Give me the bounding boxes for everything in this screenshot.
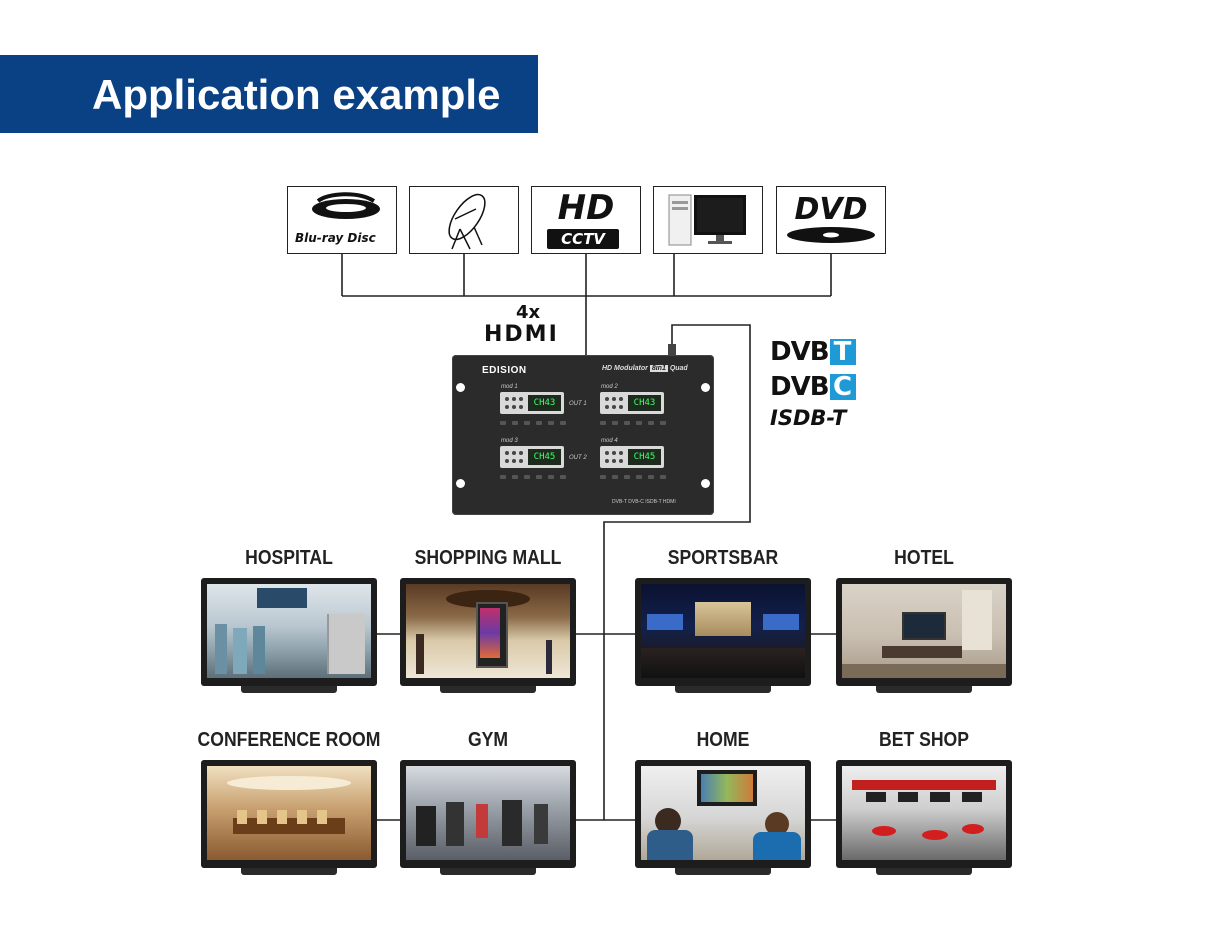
location-label-gym: GYM bbox=[467, 729, 509, 751]
module-panel: CH45 bbox=[500, 446, 564, 468]
location-label-home: HOME bbox=[696, 729, 750, 751]
tv-stand bbox=[675, 686, 771, 693]
bluray-label: Blu-ray Disc bbox=[295, 231, 376, 245]
tv-stand bbox=[876, 868, 972, 875]
dvbc-prefix: DVB bbox=[770, 372, 830, 402]
tv-stand bbox=[675, 868, 771, 875]
dvbt-suffix: T bbox=[829, 339, 856, 365]
module-label: mod 3 bbox=[501, 438, 518, 444]
dvd-label: DVD bbox=[794, 192, 868, 227]
header-banner: Application example bbox=[0, 55, 538, 133]
cctv-text: CCTV bbox=[547, 229, 619, 249]
tv-hotel bbox=[836, 578, 1012, 693]
source-dvd: DVD bbox=[776, 186, 886, 254]
location-label-conference: CONFERENCE ROOM bbox=[197, 729, 381, 751]
module-keys bbox=[500, 421, 570, 427]
location-label-mall: SHOPPING MALL bbox=[414, 547, 562, 569]
tv-screen bbox=[207, 584, 371, 678]
device-brand: EDISION bbox=[482, 365, 527, 376]
dvbc-suffix: C bbox=[829, 374, 856, 400]
source-satellite bbox=[409, 186, 519, 254]
tv-conference bbox=[201, 760, 377, 875]
source-computer bbox=[653, 186, 763, 254]
cctv-hd-text: HD bbox=[557, 188, 615, 228]
dvd-disc-shape bbox=[787, 227, 875, 243]
model-badge: 8in1 bbox=[649, 365, 668, 372]
tv-screen bbox=[641, 766, 805, 860]
tv-stand bbox=[440, 868, 536, 875]
mount-hole bbox=[456, 383, 465, 392]
modulator-device: EDISION HD Modulator 8in1 Quad mod 1 CH4… bbox=[452, 355, 714, 515]
module-label: mod 4 bbox=[601, 438, 618, 444]
tv-stand bbox=[876, 686, 972, 693]
hdmi-logo: HDMI bbox=[484, 322, 559, 347]
tv-betshop bbox=[836, 760, 1012, 875]
tv-hospital bbox=[201, 578, 377, 693]
tv-screen bbox=[406, 766, 570, 860]
location-label-hospital: HOSPITAL bbox=[245, 547, 333, 569]
tv-mall bbox=[400, 578, 576, 693]
tv-stand bbox=[241, 868, 337, 875]
module-keys bbox=[600, 475, 670, 481]
mount-hole bbox=[701, 479, 710, 488]
tv-screen bbox=[207, 766, 371, 860]
source-bluray: Blu-ray Disc bbox=[287, 186, 397, 254]
isdb-logo: ISDB-T bbox=[770, 406, 847, 430]
tv-screen bbox=[641, 584, 805, 678]
module-label: mod 2 bbox=[601, 384, 618, 390]
location-label-betshop: BET SHOP bbox=[879, 729, 969, 751]
channel-display: CH45 bbox=[628, 449, 661, 465]
tv-gym bbox=[400, 760, 576, 875]
hdmi-count: 4x bbox=[516, 302, 541, 323]
module-label: mod 1 bbox=[501, 384, 518, 390]
page-title: Application example bbox=[92, 71, 501, 118]
tv-stand bbox=[440, 686, 536, 693]
tv-screen bbox=[842, 584, 1006, 678]
tv-home bbox=[635, 760, 811, 875]
satellite-dish-icon bbox=[448, 193, 486, 250]
tv-screen bbox=[842, 766, 1006, 860]
location-label-hotel: HOTEL bbox=[894, 547, 954, 569]
device-footer: DVB-T DVB-C ISDB-T HDMI bbox=[612, 499, 676, 505]
computer-icon bbox=[668, 194, 746, 246]
channel-display: CH45 bbox=[528, 449, 561, 465]
mount-hole bbox=[701, 383, 710, 392]
output-label: OUT 1 bbox=[569, 401, 587, 407]
tv-screen bbox=[406, 584, 570, 678]
tv-sportsbar bbox=[635, 578, 811, 693]
channel-display: CH43 bbox=[628, 395, 661, 411]
module-panel: CH45 bbox=[600, 446, 664, 468]
mount-hole bbox=[456, 479, 465, 488]
output-label: OUT 2 bbox=[569, 455, 587, 461]
module-keys bbox=[600, 421, 670, 427]
module-panel: CH43 bbox=[500, 392, 564, 414]
device-model: HD Modulator 8in1 Quad bbox=[602, 365, 688, 372]
module-keys bbox=[500, 475, 570, 481]
module-panel: CH43 bbox=[600, 392, 664, 414]
location-label-sportsbar: SPORTSBAR bbox=[667, 547, 779, 569]
tv-stand bbox=[241, 686, 337, 693]
dvbt-prefix: DVB bbox=[770, 337, 830, 367]
model-suffix: Quad bbox=[669, 365, 688, 372]
channel-display: CH43 bbox=[528, 395, 561, 411]
source-cctv: HD CCTV bbox=[531, 186, 641, 254]
bluray-disc-icon bbox=[312, 192, 380, 219]
model-prefix: HD Modulator bbox=[602, 365, 648, 372]
